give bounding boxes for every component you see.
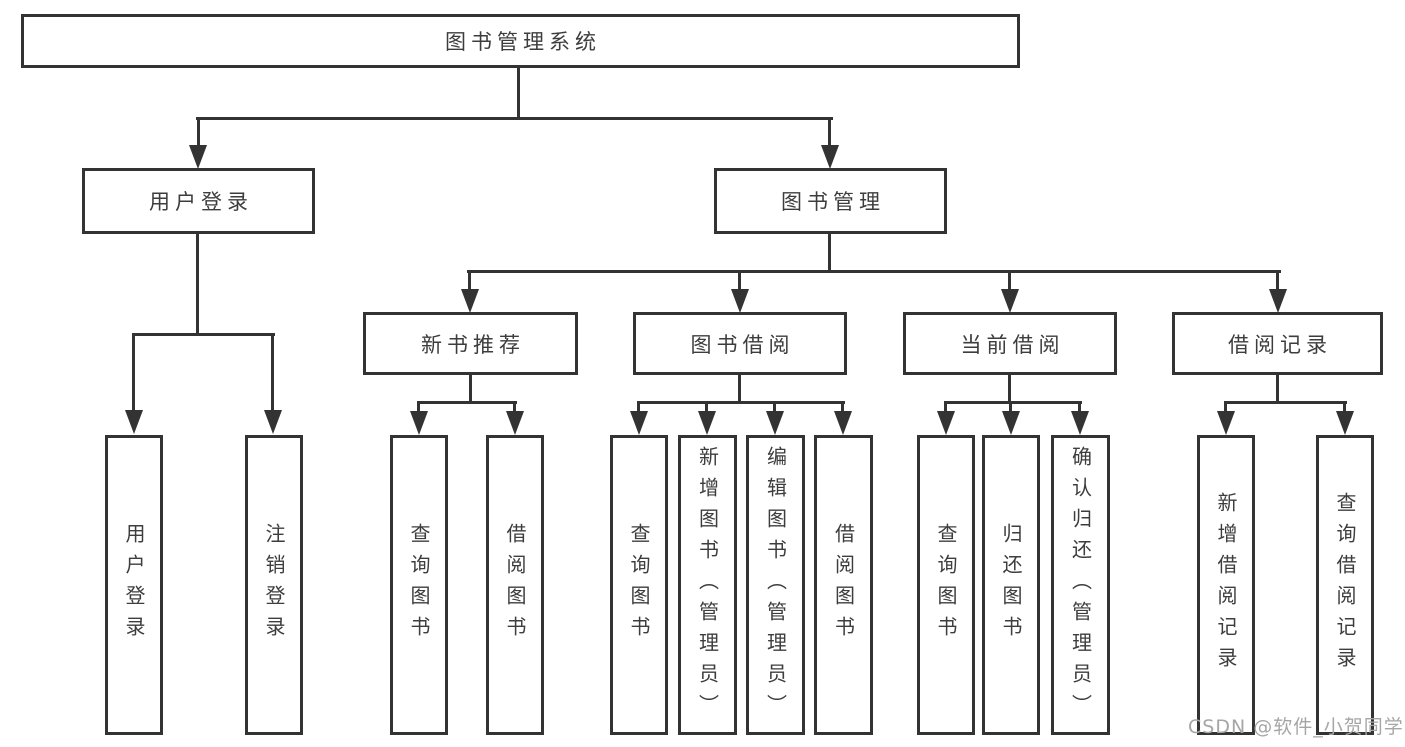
- connector-line: [637, 401, 845, 404]
- connector-line: [417, 404, 420, 412]
- connector-line: [944, 404, 947, 412]
- leaf-query-books-current: 查询图书: [917, 435, 975, 735]
- node-label: 借阅图书: [831, 523, 856, 647]
- leaf-borrow-books: 借阅图书: [814, 435, 873, 735]
- node-book-borrowing: 图书借阅: [633, 312, 847, 375]
- arrow-down-icon: [1071, 411, 1089, 435]
- node-new-book-recommend: 新书推荐: [363, 312, 578, 375]
- node-label: 查询图书: [934, 523, 958, 647]
- arrow-down-icon: [766, 411, 784, 435]
- node-label: 用户登录: [122, 523, 146, 647]
- node-label: 注销登录: [262, 523, 286, 647]
- node-label: 编辑图书（管理员）: [763, 445, 788, 725]
- node-current-borrowing: 当前借阅: [903, 312, 1117, 375]
- connector-line: [132, 333, 275, 336]
- arrow-down-icon: [1217, 411, 1235, 435]
- connector-line: [738, 272, 741, 290]
- leaf-user-login: 用户登录: [105, 435, 163, 735]
- connector-line: [513, 404, 516, 412]
- arrow-down-icon: [410, 411, 428, 435]
- node-label: 查询图书: [407, 523, 431, 647]
- connector-line: [944, 401, 1082, 404]
- arrow-down-icon: [189, 145, 207, 169]
- arrow-down-icon: [1001, 289, 1019, 313]
- leaf-add-borrow-record: 新增借阅记录: [1197, 435, 1255, 735]
- node-label: 新增图书（管理员）: [695, 445, 720, 725]
- arrow-down-icon: [1269, 289, 1287, 313]
- node-book-management: 图书管理: [714, 168, 947, 234]
- arrow-down-icon: [630, 411, 648, 435]
- leaf-query-borrow-record: 查询借阅记录: [1316, 435, 1374, 735]
- connector-line: [1078, 404, 1081, 412]
- node-label: 归还图书: [999, 523, 1023, 647]
- arrow-down-icon: [506, 411, 524, 435]
- connector-line: [841, 404, 844, 412]
- leaf-logout: 注销登录: [245, 435, 303, 735]
- connector-line: [196, 234, 199, 335]
- leaf-query-books-borrowing: 查询图书: [610, 435, 668, 735]
- arrow-down-icon: [1336, 411, 1354, 435]
- connector-line: [828, 234, 831, 272]
- node-label: 用户登录: [149, 190, 253, 214]
- leaf-borrow-books-recommend: 借阅图书: [486, 435, 544, 735]
- connector-line: [467, 270, 1281, 273]
- arrow-down-icon: [264, 410, 282, 434]
- connector-line: [828, 120, 831, 147]
- connector-line: [1008, 375, 1011, 403]
- arrow-down-icon: [821, 145, 839, 169]
- arrow-down-icon: [461, 289, 479, 313]
- connector-line: [197, 120, 200, 147]
- connector-line: [469, 375, 472, 403]
- node-label: 借阅记录: [1228, 332, 1332, 357]
- node-label: 新书推荐: [421, 332, 525, 357]
- connector-line: [1224, 404, 1227, 412]
- node-label: 借阅图书: [503, 523, 527, 647]
- arrow-down-icon: [698, 411, 716, 435]
- node-label: 确认归还（管理员）: [1068, 445, 1093, 725]
- leaf-confirm-return-admin: 确认归还（管理员）: [1051, 435, 1110, 735]
- connector-line: [271, 336, 274, 411]
- node-label: 图书借阅: [690, 332, 795, 357]
- node-label: 查询借阅记录: [1333, 492, 1357, 678]
- connector-line: [773, 404, 776, 412]
- connector-line: [637, 404, 640, 412]
- node-user-login: 用户登录: [82, 168, 315, 234]
- connector-line: [705, 404, 708, 412]
- leaf-add-books-admin: 新增图书（管理员）: [678, 435, 737, 735]
- node-label: 新增借阅记录: [1214, 492, 1238, 678]
- connector-line: [468, 272, 471, 290]
- leaf-query-books-recommend: 查询图书: [390, 435, 448, 735]
- arrow-down-icon: [731, 289, 749, 313]
- connector-line: [196, 117, 833, 120]
- node-label: 当前借阅: [960, 332, 1065, 357]
- csdn-watermark: CSDN @软件_小贺同学: [1188, 716, 1404, 738]
- leaf-return-books: 归还图书: [982, 435, 1040, 735]
- arrow-down-icon: [834, 411, 852, 435]
- arrow-down-icon: [937, 411, 955, 435]
- node-borrowing-records: 借阅记录: [1172, 312, 1383, 375]
- connector-line: [517, 68, 520, 119]
- leaf-edit-books-admin: 编辑图书（管理员）: [746, 435, 805, 735]
- connector-line: [738, 375, 741, 403]
- node-label: 图书管理: [781, 190, 885, 214]
- arrow-down-icon: [1002, 411, 1020, 435]
- arrow-down-icon: [125, 410, 143, 434]
- node-library-management-system: 图书管理系统: [21, 14, 1020, 68]
- connector-line: [417, 401, 517, 404]
- connector-line: [1276, 272, 1279, 290]
- node-label: 查询图书: [627, 523, 651, 647]
- connector-line: [1009, 404, 1012, 412]
- connector-line: [1008, 272, 1011, 290]
- connector-line: [1276, 375, 1279, 403]
- connector-line: [132, 336, 135, 411]
- connector-line: [1224, 401, 1347, 404]
- node-label: 图书管理系统: [445, 30, 601, 54]
- connector-line: [1343, 404, 1346, 412]
